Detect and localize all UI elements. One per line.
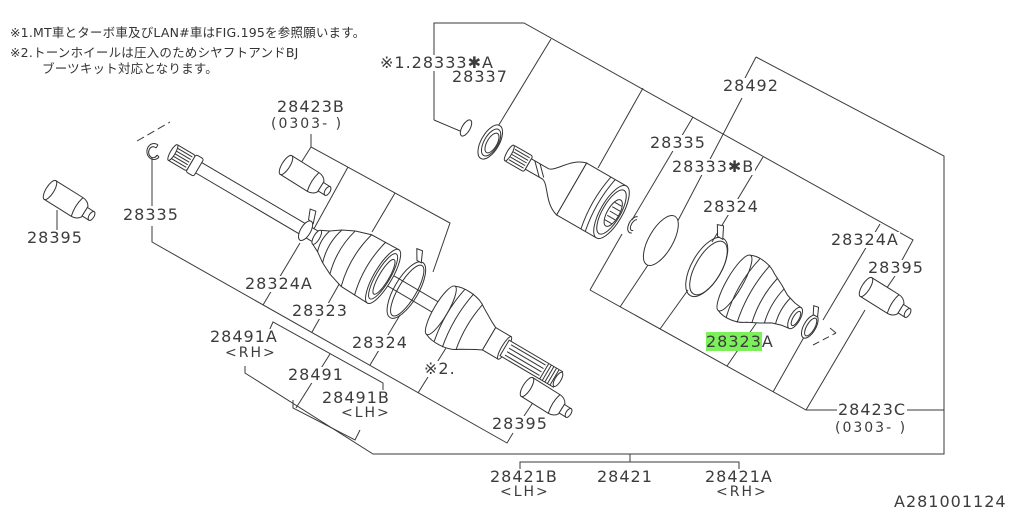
callout-28421b-side: <LH> bbox=[499, 484, 551, 500]
callout-28491b-side: <LH> bbox=[340, 405, 392, 421]
outer-joint-icon bbox=[424, 285, 564, 388]
callout-28324-left[interactable]: 28324 bbox=[351, 333, 409, 352]
callout-28395-right[interactable]: 28395 bbox=[867, 258, 925, 277]
highlight-mark: 28323 bbox=[706, 332, 762, 351]
callout-28423b[interactable]: 28423B bbox=[276, 97, 346, 116]
callout-28492[interactable]: 28492 bbox=[722, 76, 780, 95]
callout-28423c[interactable]: 28423C bbox=[837, 400, 908, 419]
clamp-band-icon bbox=[386, 247, 427, 319]
callout-28333b[interactable]: 28333✱B bbox=[671, 157, 756, 176]
callout-note-2-ref[interactable]: ※2. bbox=[423, 359, 457, 378]
callout-28491a[interactable]: 28491A bbox=[209, 327, 279, 346]
figure-id: A281001124 bbox=[893, 492, 1008, 511]
clamp-band-icon bbox=[685, 224, 729, 298]
clamp-band-icon bbox=[800, 304, 820, 339]
callout-28491b[interactable]: 28491B bbox=[321, 388, 391, 407]
o-ring-icon bbox=[459, 119, 473, 137]
callout-28323a-highlighted[interactable]: 28323A bbox=[705, 332, 775, 351]
clamp-band-icon bbox=[298, 208, 317, 241]
note-2-line-2: ブーツキット対応となります。 bbox=[42, 61, 218, 76]
plate-icon bbox=[642, 215, 679, 266]
seal-ring-icon bbox=[477, 124, 504, 160]
callout-28491[interactable]: 28491 bbox=[287, 365, 345, 384]
callout-28423b-date: (0303- ) bbox=[270, 116, 345, 132]
callout-28491a-side: <RH> bbox=[224, 345, 278, 361]
cv-joint-icon bbox=[459, 119, 820, 339]
circlip-icon bbox=[146, 143, 160, 160]
plug-cylinder-icon bbox=[519, 376, 573, 418]
circlip-icon bbox=[627, 216, 638, 234]
plug-cylinder-icon bbox=[42, 179, 96, 221]
callout-28395-left[interactable]: 28395 bbox=[26, 228, 84, 247]
callout-28423c-date: (0303- ) bbox=[834, 420, 909, 436]
callout-28324a-right[interactable]: 28324A bbox=[830, 230, 900, 249]
callout-28421a[interactable]: 28421A bbox=[704, 467, 774, 486]
plug-cylinder-icon bbox=[278, 154, 332, 196]
callout-28335-left[interactable]: 28335 bbox=[122, 205, 180, 224]
callout-28337[interactable]: 28337 bbox=[451, 67, 509, 86]
note-2-line-1: ※2.トーンホイールは圧入のためシヤフトアンドBJ bbox=[10, 45, 299, 60]
callout-28324a-left[interactable]: 28324A bbox=[244, 274, 314, 293]
leader-lines bbox=[56, 22, 945, 472]
plug-cylinder-icon bbox=[858, 276, 912, 318]
callout-28323[interactable]: 28323 bbox=[291, 301, 349, 320]
callout-28421a-side: <RH> bbox=[715, 484, 769, 500]
callout-28421[interactable]: 28421 bbox=[596, 467, 654, 486]
callout-28335-right[interactable]: 28335 bbox=[649, 133, 707, 152]
note-1: ※1.MT車とターボ車及びLAN#車はFIG.195を参照願います。 bbox=[10, 25, 366, 40]
drive-shaft-icon bbox=[167, 144, 564, 388]
callout-28324-right[interactable]: 28324 bbox=[702, 197, 760, 216]
callout-28421b[interactable]: 28421B bbox=[489, 467, 559, 486]
callout-28333a-ref[interactable]: ※1.28333✱A bbox=[379, 53, 495, 72]
boot-icon bbox=[311, 229, 402, 304]
callout-suffix: A bbox=[761, 332, 774, 351]
boot-icon bbox=[716, 254, 803, 330]
callout-28395-bottom[interactable]: 28395 bbox=[491, 414, 549, 433]
